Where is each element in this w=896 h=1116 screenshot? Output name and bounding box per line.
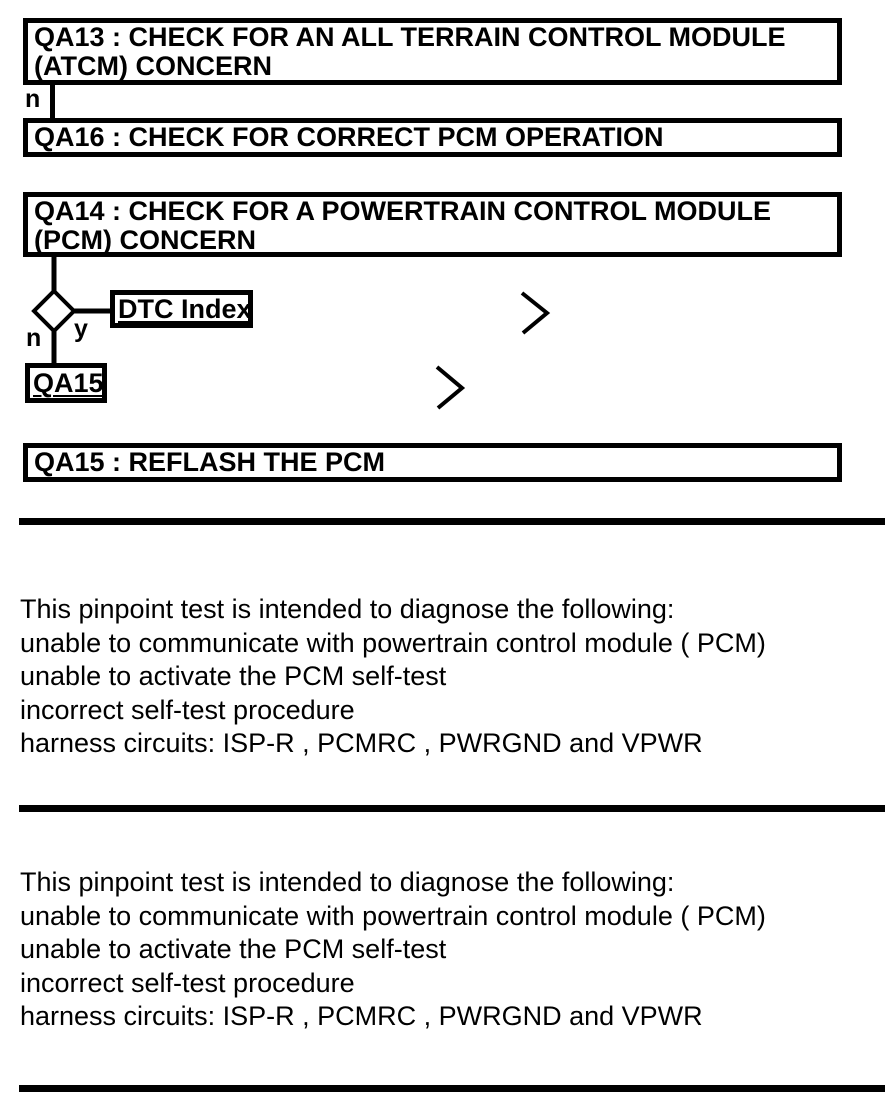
flow-step-qa15-reflash: QA15 : REFLASH THE PCM <box>23 443 842 482</box>
flow-step-qa13: QA13 : CHECK FOR AN ALL TERRAIN CONTROL … <box>23 18 842 85</box>
flow-step-qa15-reflash-label: QA15 : REFLASH THE PCM <box>34 447 386 477</box>
flow-step-qa14-line1: QA14 : CHECK FOR A POWERTRAIN CONTROL MO… <box>34 196 772 226</box>
description-line: harness circuits: ISP-R , PCMRC , PWRGND… <box>20 728 703 759</box>
pinpoint-description: This pinpoint test is intended to diagno… <box>20 866 886 1034</box>
description-line: This pinpoint test is intended to diagno… <box>20 594 675 624</box>
description-line: unable to activate the PCM self-test <box>20 934 447 965</box>
section-divider <box>19 805 885 812</box>
qa15-link-label[interactable]: QA15 <box>33 368 104 398</box>
flow-step-qa16-label: QA16 : CHECK FOR CORRECT PCM OPERATION <box>34 122 664 152</box>
flow-step-qa13-line1: QA13 : CHECK FOR AN ALL TERRAIN CONTROL … <box>34 22 786 52</box>
qa15-link[interactable]: QA15 <box>25 363 107 403</box>
flow-step-qa14: QA14 : CHECK FOR A POWERTRAIN CONTROL MO… <box>23 192 842 257</box>
flow-step-qa14-line2: (PCM) CONCERN <box>34 225 256 255</box>
description-line: This pinpoint test is intended to diagno… <box>20 867 675 897</box>
description-line: incorrect self-test procedure <box>20 967 355 998</box>
flow-step-qa16: QA16 : CHECK FOR CORRECT PCM OPERATION <box>23 118 842 157</box>
dtc-index-link-label[interactable]: DTC Index <box>118 294 252 324</box>
chevron-right-icon <box>435 365 466 410</box>
branch-label-yes: y <box>74 315 88 343</box>
section-divider <box>19 1085 885 1092</box>
chevron-right-icon <box>520 291 551 335</box>
decision-diamond <box>31 288 77 334</box>
section-divider <box>19 518 885 525</box>
description-line: unable to communicate with powertrain co… <box>20 627 766 658</box>
branch-label-no: n <box>26 324 42 352</box>
description-line: incorrect self-test procedure <box>20 694 355 725</box>
dtc-index-link[interactable]: DTC Index <box>110 290 253 328</box>
flow-connectors <box>31 85 551 410</box>
description-line: unable to activate the PCM self-test <box>20 661 447 692</box>
description-line: harness circuits: ISP-R , PCMRC , PWRGND… <box>20 1001 703 1032</box>
flow-step-qa13-line2: (ATCM) CONCERN <box>34 51 272 81</box>
branch-label-no: n <box>25 85 41 113</box>
pinpoint-description: This pinpoint test is intended to diagno… <box>20 593 886 761</box>
description-line: unable to communicate with powertrain co… <box>20 900 766 931</box>
